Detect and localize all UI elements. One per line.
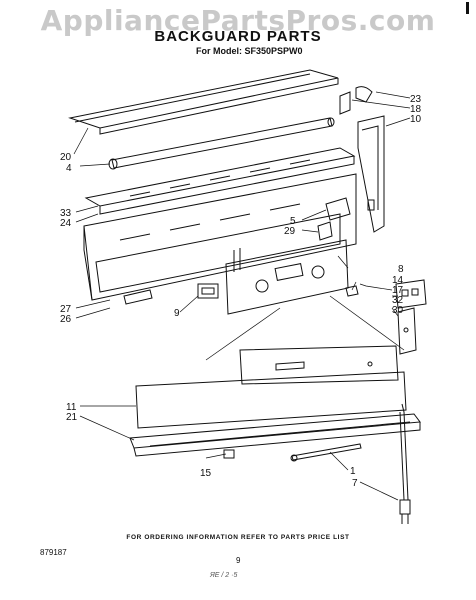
lamp-holder-parts: [339, 86, 373, 115]
backguard-top-trim: [68, 69, 339, 135]
fluorescent-tube: [108, 117, 335, 170]
callout-7: 7: [352, 478, 358, 489]
projection-lines: [205, 295, 405, 361]
page-title: BACKGUARD PARTS: [154, 28, 322, 45]
clock-switch-block: [317, 197, 359, 297]
callout-21: 21: [66, 412, 78, 423]
callout-5: 5: [290, 216, 296, 227]
callout-20: 20: [60, 152, 72, 163]
backguard-upper-panel: [84, 147, 356, 215]
callout-18: 18: [410, 104, 422, 115]
callout-26: 26: [60, 314, 72, 325]
callout-4: 4: [66, 163, 72, 174]
control-panel: [225, 239, 349, 315]
callout-9: 9: [174, 308, 180, 319]
corner-mark: [466, 2, 469, 14]
relay-assembly: [395, 279, 427, 355]
glass-window-trim: [239, 345, 399, 385]
callout-17: 17: [392, 285, 404, 296]
watermark: AppliancePartsPros.com: [40, 4, 436, 37]
callout-29: 29: [284, 226, 296, 237]
document-number: 879187: [40, 548, 67, 557]
side-bracket: [357, 115, 385, 233]
callout-27: 27: [60, 304, 72, 315]
wire-harness: [399, 403, 411, 524]
bottom-trim: [129, 413, 421, 457]
callout-24: 24: [60, 218, 72, 229]
handwritten-mark: ЯЕ / 2 ·5: [210, 572, 238, 579]
callout-23: 23: [410, 94, 422, 105]
callout-8: 8: [398, 264, 404, 275]
mounting-clip: [223, 449, 235, 459]
backguard-main-frame: [83, 173, 357, 305]
callout-33: 33: [60, 208, 72, 219]
leader-lines: [73, 91, 411, 501]
ordering-note: FOR ORDERING INFORMATION REFER TO PARTS …: [126, 534, 350, 541]
callout-11: 11: [66, 402, 77, 413]
callout-14: 14: [392, 275, 404, 286]
callout-labels: 23 18 10 20 4 33 24 5 29 8 14 17 32 30 2…: [60, 94, 422, 489]
rotary-switch: [197, 283, 219, 299]
callout-1: 1: [350, 466, 356, 477]
model-label: For Model: SF350PSPW0: [196, 46, 303, 56]
front-glass-panel: [135, 371, 407, 429]
page-number: 9: [236, 556, 241, 565]
cable-tie: [290, 443, 362, 462]
callout-30: 30: [392, 305, 404, 316]
callout-10: 10: [410, 114, 422, 125]
callout-32: 32: [392, 295, 404, 306]
callout-15: 15: [200, 468, 212, 479]
